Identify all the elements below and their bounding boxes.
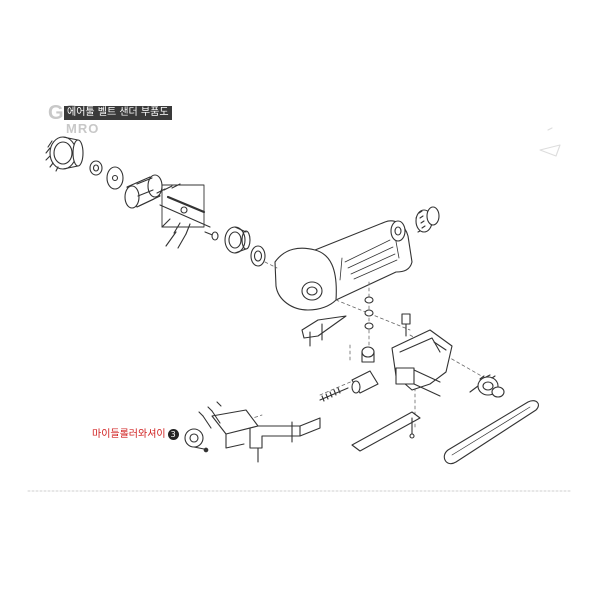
bolt-part xyxy=(401,313,411,337)
brand-tag: 에어툴 벨트 샌더 부품도 xyxy=(64,106,172,120)
threaded-shaft-part xyxy=(319,387,349,402)
faint-marks xyxy=(539,127,561,157)
rotor-vanes-part xyxy=(156,183,211,249)
knurled-cap-part xyxy=(45,136,84,172)
washer-stack-part xyxy=(361,296,375,363)
arm-assembly-part xyxy=(391,329,453,397)
disk-part xyxy=(106,166,124,190)
hose-adapter-part xyxy=(390,206,440,242)
lever-bracket-part xyxy=(301,315,347,347)
washer-part-1 xyxy=(89,160,103,176)
pin-part xyxy=(409,417,415,439)
callout-label: 마이들롤러와셔이 xyxy=(92,429,166,440)
mounting-bracket-part xyxy=(198,401,259,463)
ring-part xyxy=(224,226,251,254)
rod-arm-part xyxy=(249,417,321,449)
bearing-part xyxy=(250,245,266,267)
flat-bar-part xyxy=(351,411,421,452)
callout-number: 3 xyxy=(167,429,179,440)
roller-pin-part xyxy=(351,370,379,394)
small-screw-part xyxy=(204,231,219,241)
grooved-cylinder-part xyxy=(124,174,163,209)
watermark-line2: MRO xyxy=(66,121,100,136)
main-housing-part xyxy=(274,220,413,311)
sanding-belt-part xyxy=(443,400,539,465)
drive-pulley-part xyxy=(469,374,505,398)
idler-roller-part xyxy=(184,428,209,453)
